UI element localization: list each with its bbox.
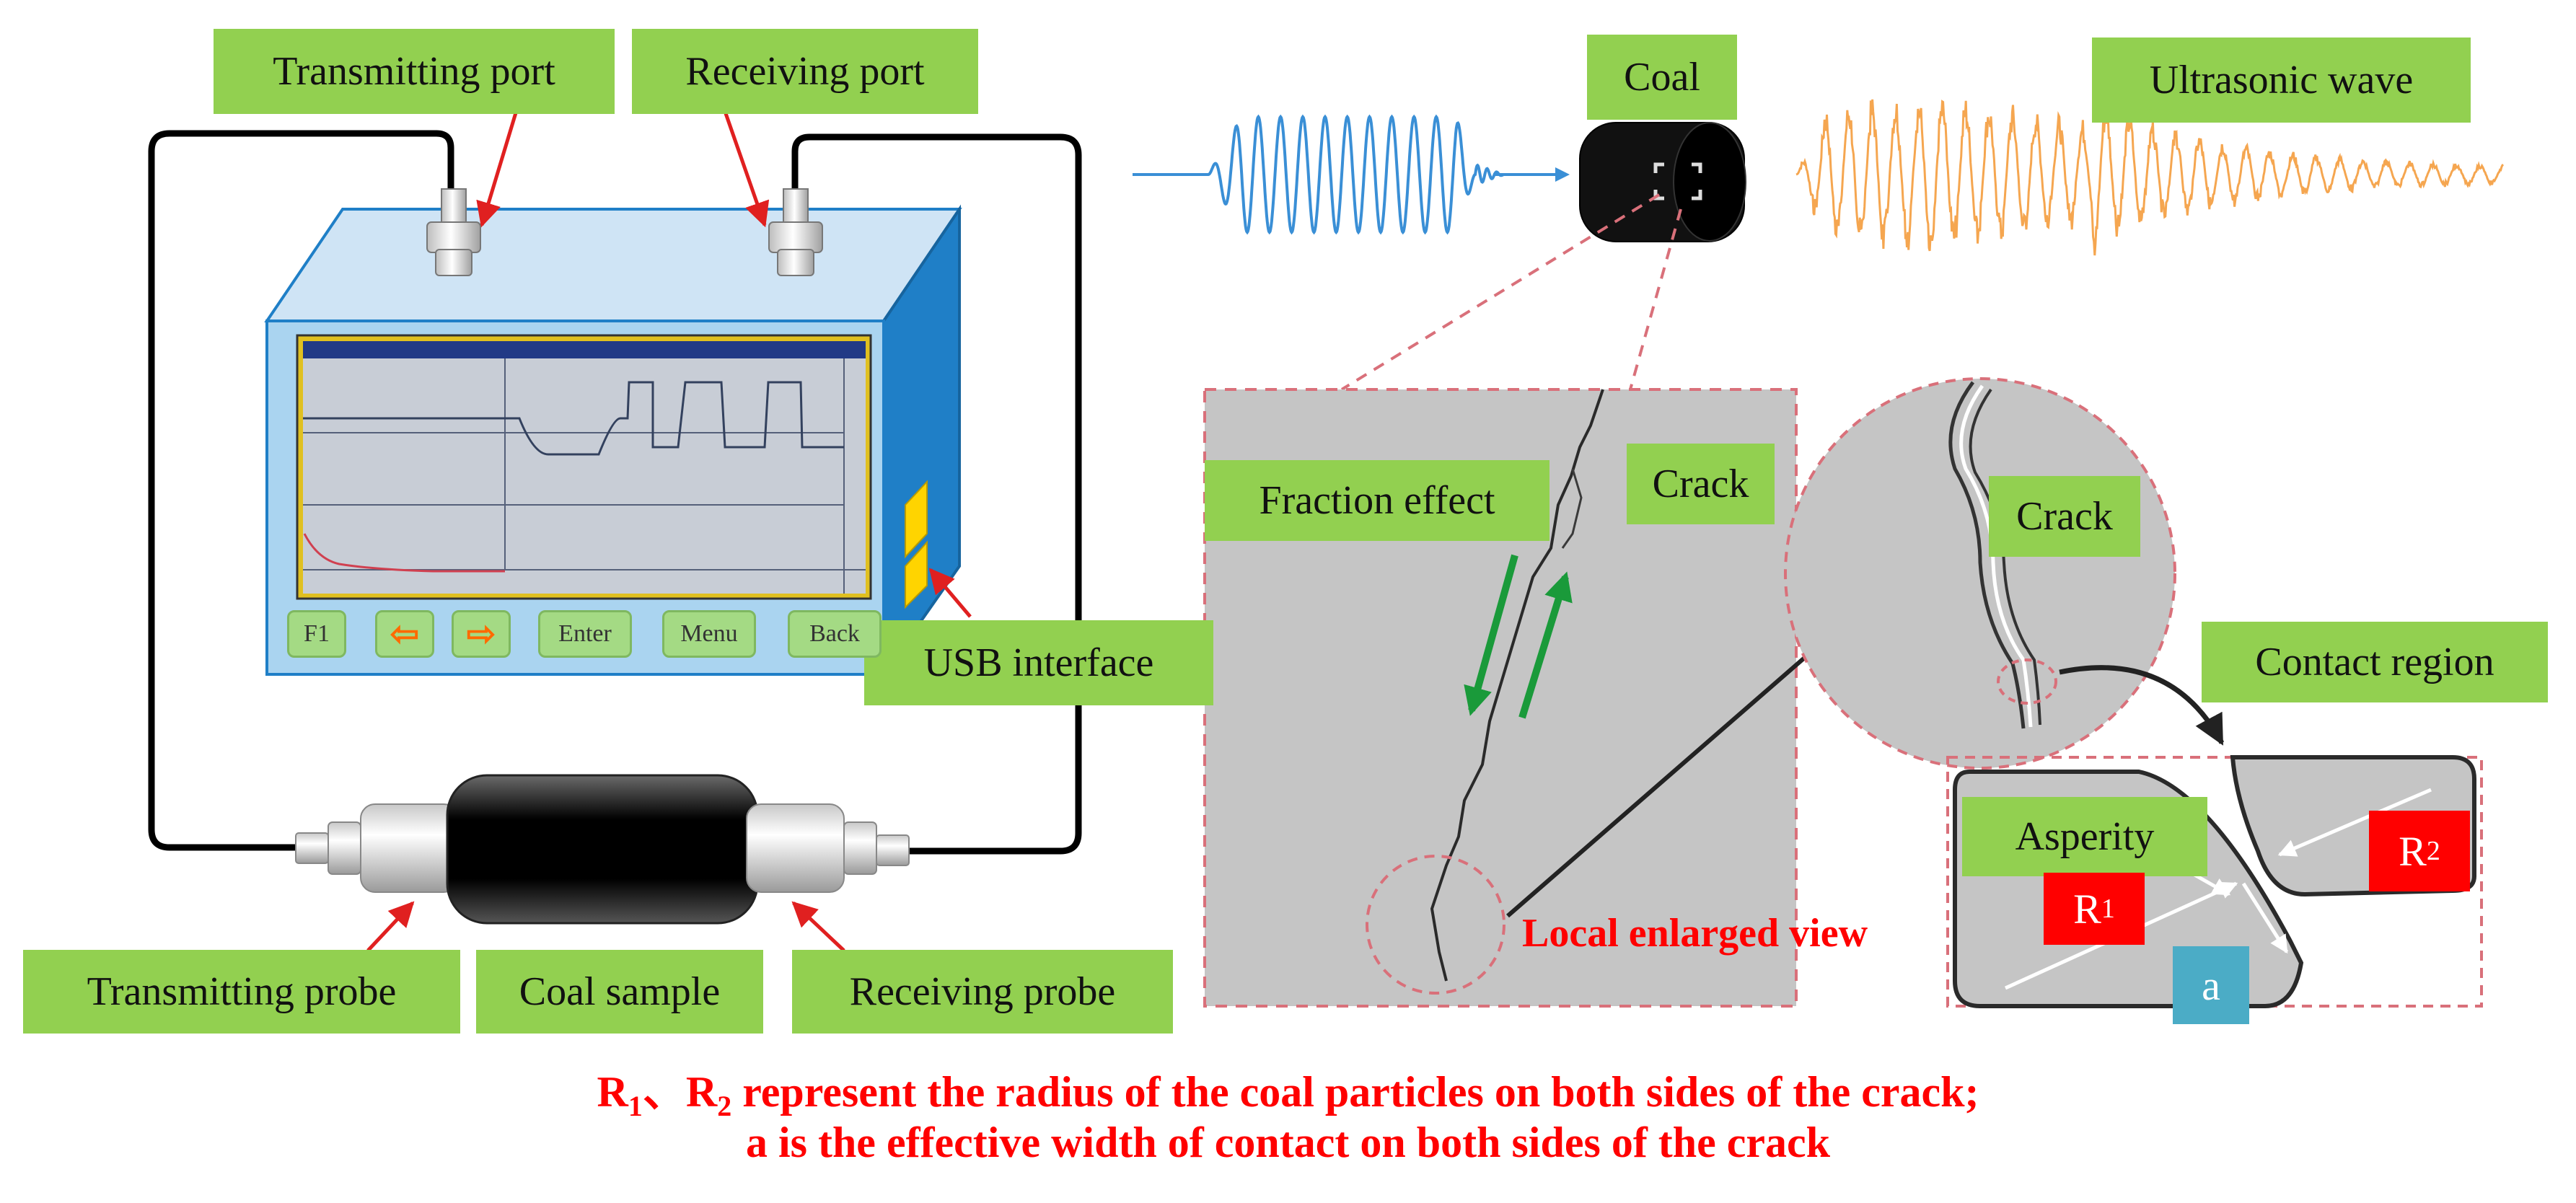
label-transmitting-probe: Transmitting probe (23, 950, 460, 1034)
friction-arrow-up (1518, 571, 1573, 719)
arrow-transmitting-probe (366, 901, 415, 952)
device-button-left[interactable]: ⇦ (375, 610, 434, 658)
label-contact-width-a: a (2173, 946, 2249, 1024)
r2-subscript: 2 (2426, 836, 2440, 866)
label-crack-main: Crack (1627, 444, 1775, 524)
device-top-face (264, 208, 962, 322)
caption-line-2: a is the effective width of contact on b… (745, 1119, 1831, 1166)
right-probe-mid (843, 821, 877, 875)
device-button-enter[interactable]: Enter (538, 610, 632, 658)
zoom-line-left (1340, 193, 1661, 391)
label-crack-zoom: Crack (1989, 476, 2140, 557)
focus-bracket-icon (1653, 162, 1702, 200)
receiving-port-connector (768, 188, 823, 276)
device-button-f1[interactable]: F1 (287, 610, 346, 658)
zoom-crack-edge-2 (1959, 384, 2033, 728)
contact-region-box (1946, 756, 2483, 1008)
usb-plate-2 (905, 540, 928, 609)
coal-sample-cylinder (446, 774, 759, 925)
contact-width-line (2241, 882, 2289, 954)
label-coal: Coal (1587, 35, 1737, 120)
label-ultrasonic-wave: Ultrasonic wave (2092, 38, 2471, 123)
arrow-usb-interface (928, 568, 972, 618)
r1-subscript: 1 (2101, 894, 2115, 924)
coal-specimen-small (1579, 122, 1746, 242)
caption-line-1-rest: represent the radius of the coal particl… (731, 1068, 1979, 1116)
caption-line-1: R1、R2 represent the radius of the coal p… (0, 1057, 2576, 1123)
arrow-transmitting-port (476, 100, 522, 228)
right-probe-tip (876, 834, 910, 866)
device-button-back[interactable]: Back (788, 610, 882, 658)
arrow-receiving-port (719, 100, 770, 228)
r2-radius-line (2277, 788, 2432, 857)
zoom-crack-edge-3 (1969, 388, 2041, 726)
crack-branch (1561, 468, 1583, 549)
local-zoom-circle (1366, 855, 1505, 995)
arrow-receiving-probe (791, 901, 845, 952)
label-usb-interface: USB interface (864, 620, 1213, 705)
caption-r2-sub: 2 (717, 1090, 732, 1122)
caption-separator: 、 (642, 1068, 686, 1116)
receive-cable (791, 133, 1082, 855)
transmitting-probe-body (360, 803, 459, 893)
screen-header-bar (303, 341, 866, 358)
device-screen (303, 341, 866, 594)
incident-wave (1133, 114, 1505, 235)
device-button-right[interactable]: ⇨ (452, 610, 511, 658)
contact-point-marker (1997, 658, 2057, 705)
usb-plate-1 (905, 480, 928, 559)
label-contact-region: Contact region (2202, 622, 2548, 702)
label-coal-sample: Coal sample (476, 950, 763, 1034)
caption-r1-sub: 1 (628, 1090, 643, 1122)
screen-decay-trace (303, 533, 505, 573)
caption-r2: R (685, 1068, 718, 1116)
caption-r1: R (597, 1068, 628, 1116)
label-receiving-port: Receiving port (632, 29, 978, 114)
left-probe-mid (328, 821, 361, 875)
transmit-cable (148, 130, 454, 851)
label-local-enlarged-view: Local enlarged view (1522, 911, 1868, 956)
probe-assembly (295, 774, 910, 925)
receiving-probe-body (746, 803, 845, 893)
transmitting-port-connector (426, 188, 481, 276)
r2-letter: R (2399, 827, 2427, 875)
zoom-crack-edge-1 (1948, 381, 2026, 729)
label-asperity: Asperity (1962, 797, 2207, 876)
device-button-menu[interactable]: Menu (662, 610, 756, 658)
friction-arrow-down (1464, 554, 1518, 716)
received-wave (1795, 99, 2505, 256)
zoom-line-right (1629, 208, 1682, 390)
screen-waveform (303, 381, 844, 456)
r1-letter: R (2073, 885, 2101, 933)
ultrasonic-detector (264, 188, 962, 679)
left-probe-tip (295, 832, 329, 864)
contact-arrow (2059, 665, 2225, 746)
label-fraction-effect: Fraction effect (1205, 460, 1549, 541)
label-receiving-probe: Receiving probe (792, 950, 1173, 1034)
label-transmitting-port: Transmitting port (214, 29, 615, 114)
